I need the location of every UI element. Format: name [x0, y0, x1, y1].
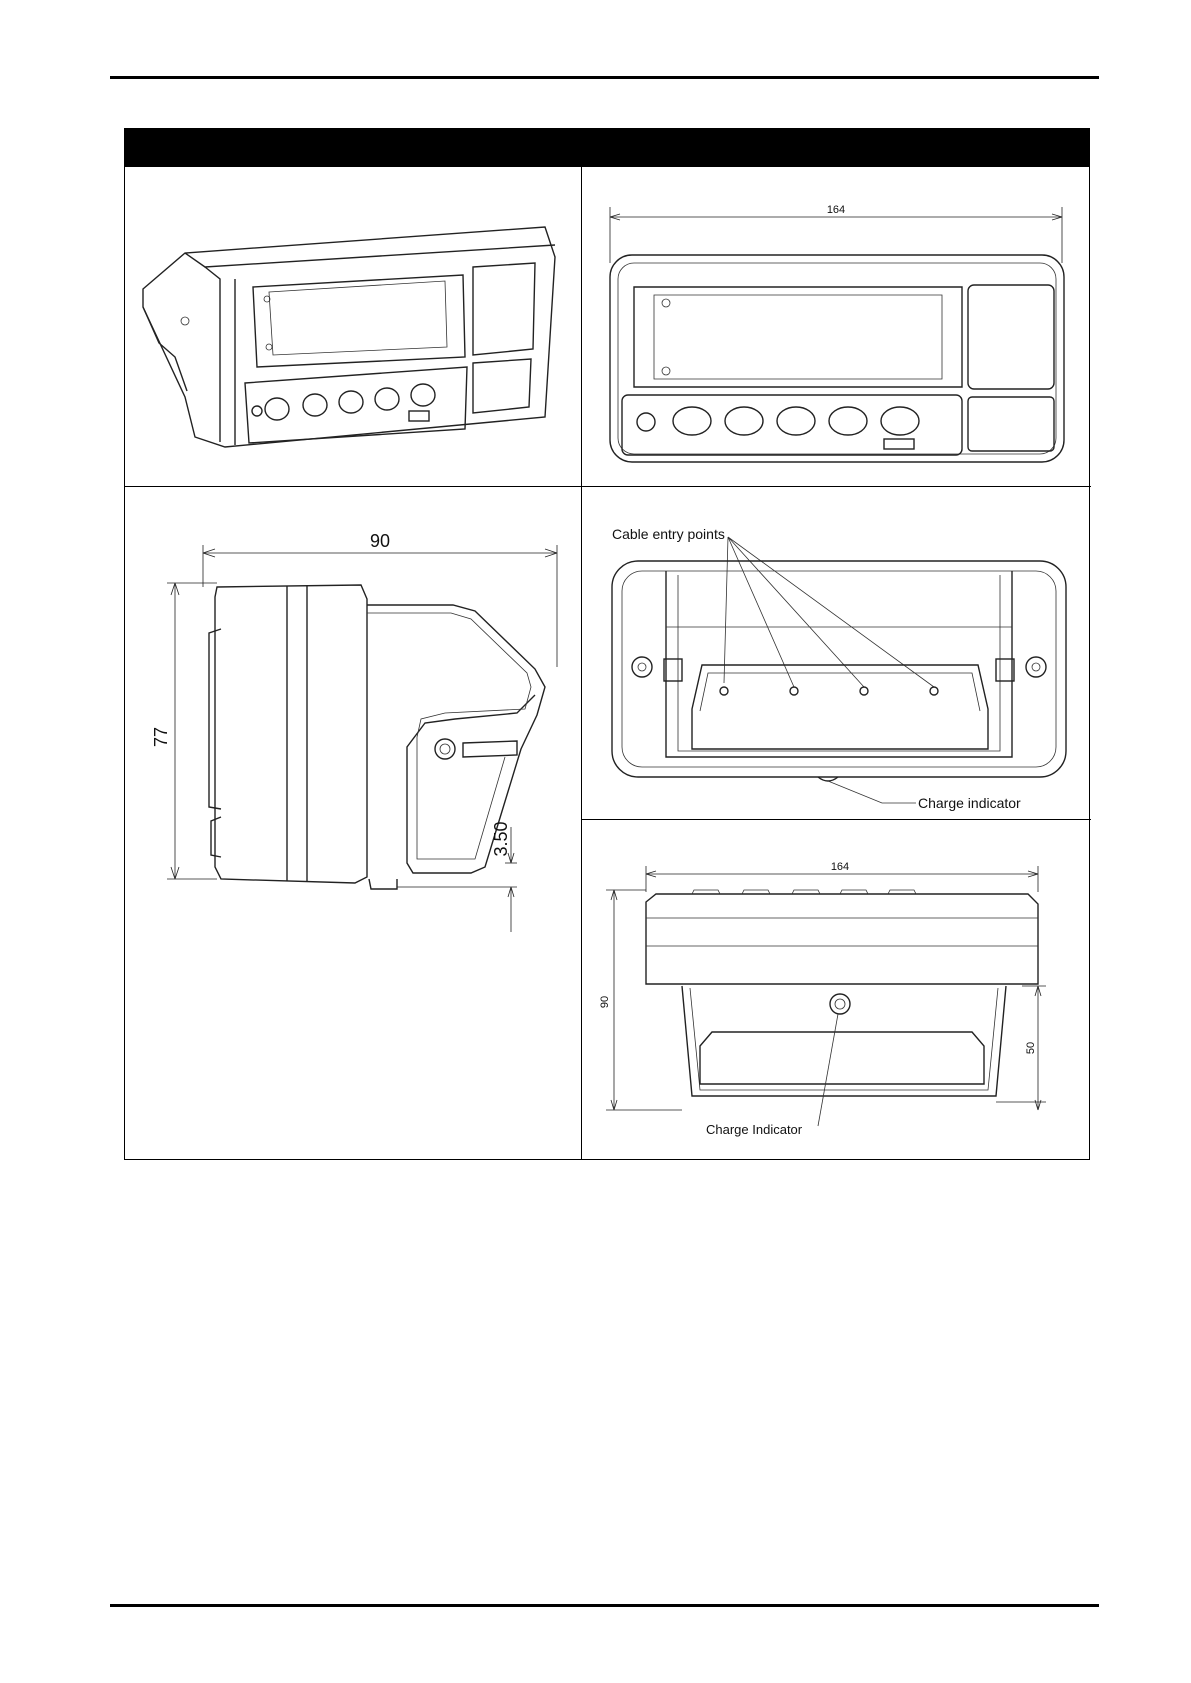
- front-drawing: 164: [582, 167, 1091, 486]
- top-drawing: 164 90 50 Charge Indicator: [582, 820, 1091, 1160]
- table-header-bar: [125, 129, 1089, 167]
- side-drawing: 90 77 3.50: [125, 487, 581, 1160]
- top-charge-label: Charge Indicator: [706, 1122, 803, 1137]
- top-depth-label: 90: [599, 996, 611, 1008]
- top-bracket-label: 50: [1025, 1042, 1037, 1054]
- footer-rule: [110, 1604, 1099, 1607]
- isometric-view: [125, 167, 581, 486]
- rear-drawing: Cable entry points Charge indicator: [582, 487, 1091, 819]
- cable-entry-label: Cable entry points: [612, 526, 725, 542]
- rear-charge-label: Charge indicator: [918, 795, 1021, 811]
- drawing-table: 164 90: [124, 128, 1090, 1160]
- side-height-label: 77: [151, 727, 171, 747]
- side-width-label: 90: [370, 531, 390, 551]
- header-rule: [110, 76, 1099, 79]
- rear-view: Cable entry points Charge indicator: [582, 487, 1091, 819]
- front-width-label: 164: [827, 204, 845, 216]
- side-view: 90 77 3.50: [125, 487, 581, 1160]
- top-width-label: 164: [831, 861, 849, 873]
- top-view: 164 90 50 Charge Indicator: [582, 820, 1091, 1160]
- isometric-drawing: [125, 167, 581, 486]
- side-offset-label: 3.50: [491, 821, 511, 856]
- front-view: 164: [582, 167, 1091, 486]
